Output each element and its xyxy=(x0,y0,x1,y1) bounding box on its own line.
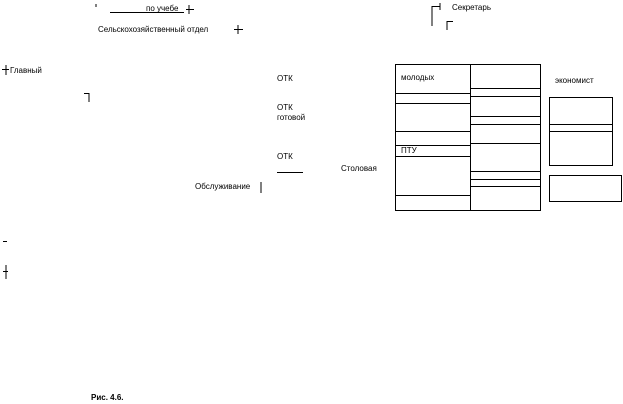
grid-column-left xyxy=(395,64,471,211)
label-selskokhoz-otdel: Сельскохозяйственный отдел xyxy=(98,25,209,34)
grid-box-right-lower xyxy=(549,175,622,202)
label-ekonomist: экономист xyxy=(555,76,594,85)
label-gotovoy: готовой xyxy=(277,113,306,122)
label-obsluzhivanie: Обслуживание xyxy=(195,182,251,191)
label-otk-3: ОТК xyxy=(277,152,293,161)
grid-column-middle xyxy=(470,64,541,211)
label-glavny: Главный xyxy=(10,66,42,75)
label-otk-2: ОТК xyxy=(277,103,293,112)
label-ptu: ПТУ xyxy=(401,146,417,155)
label-sekretar: Секретарь xyxy=(452,3,491,12)
label-stolovaya: Столовая xyxy=(341,164,377,173)
label-otk-1: ОТК xyxy=(277,74,293,83)
label-po-uchebe: по учебе xyxy=(146,4,179,13)
label-molodykh: молодых xyxy=(401,73,435,82)
table-grid xyxy=(395,64,622,211)
figure-caption: Рис. 4.6. xyxy=(91,393,124,402)
